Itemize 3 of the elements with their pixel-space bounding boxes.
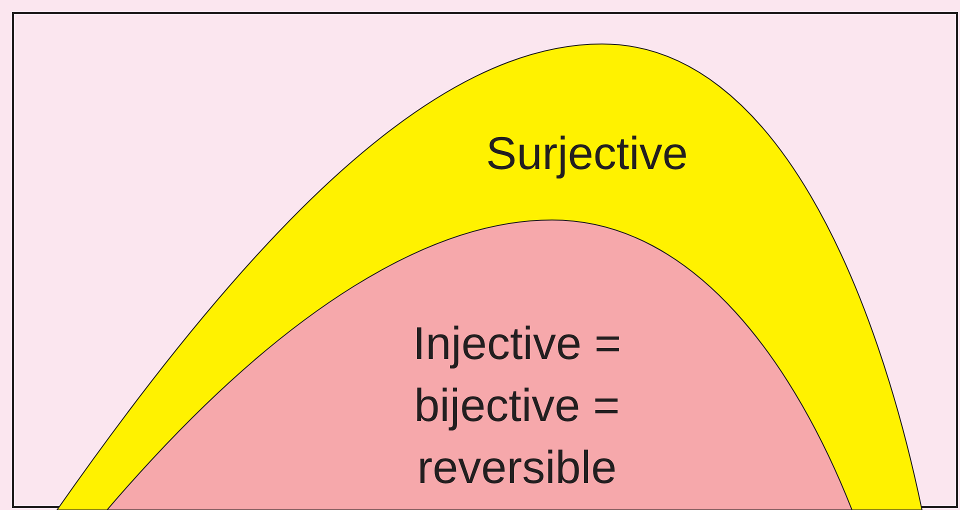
region-label: Injective = bijective = reversible (412, 316, 622, 495)
diagram-frame (12, 12, 958, 508)
region-label: Surjective (485, 126, 689, 181)
